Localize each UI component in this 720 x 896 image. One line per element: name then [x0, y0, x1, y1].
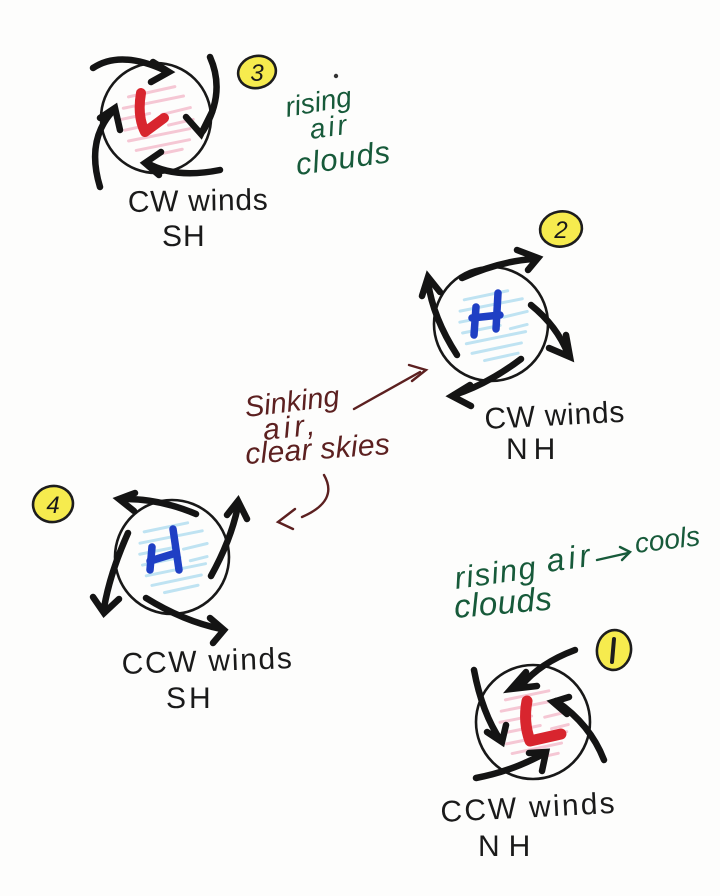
svg-text:clouds: clouds: [452, 580, 553, 625]
svg-text:air,: air,: [261, 408, 320, 447]
svg-text:SH: SH: [166, 682, 214, 715]
svg-text:CW winds: CW winds: [484, 396, 626, 436]
svg-text:air: air: [308, 109, 352, 145]
svg-text:NH: NH: [506, 433, 561, 466]
svg-text:NH: NH: [478, 830, 539, 863]
svg-text:CCW winds: CCW winds: [121, 642, 294, 681]
svg-text:air: air: [544, 537, 596, 579]
svg-text:2: 2: [553, 217, 567, 244]
svg-text:CW winds: CW winds: [128, 184, 269, 219]
svg-text:4: 4: [46, 492, 59, 519]
svg-text:3: 3: [250, 60, 264, 87]
svg-text:SH: SH: [162, 220, 206, 253]
